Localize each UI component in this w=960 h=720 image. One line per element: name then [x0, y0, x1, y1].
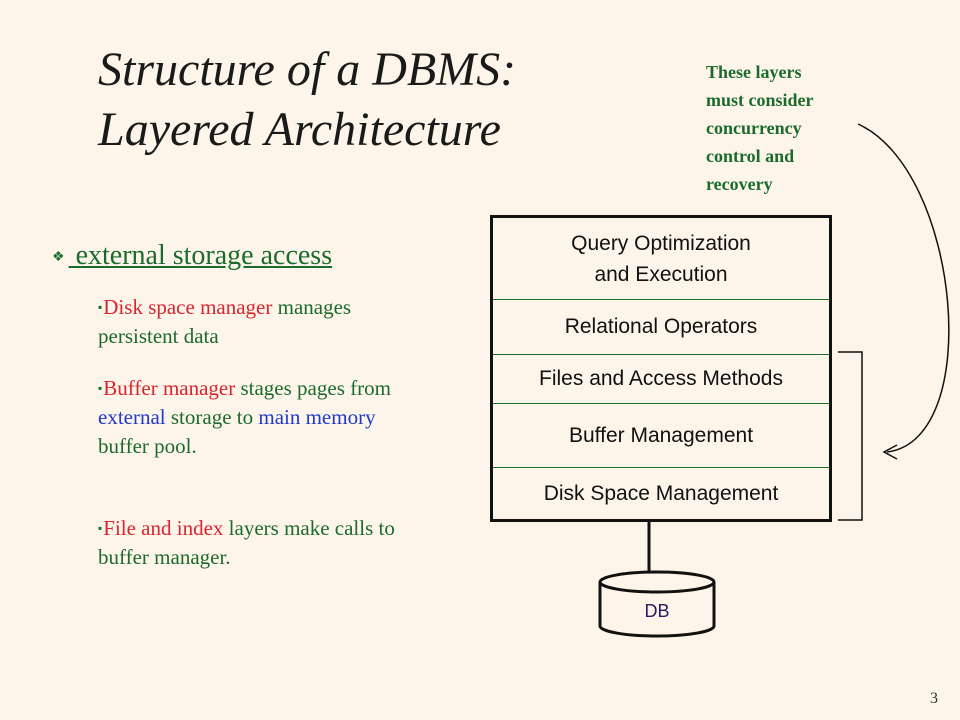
sub-bullet-text: main memory [258, 405, 376, 429]
main-bullet: ❖ external storage access [52, 240, 332, 272]
sub-bullet-text: buffer pool. [98, 434, 197, 458]
sub-bullet-2: ▪Buffer manager stages pages from extern… [98, 374, 398, 461]
layer-query-optimization: Query Optimization and Execution [493, 218, 829, 300]
note-line: control and [706, 146, 795, 166]
layer-files-access-methods: Files and Access Methods [493, 355, 829, 404]
square-bullet-icon: ▪ [98, 300, 103, 314]
layer-label: Query Optimization [571, 231, 751, 255]
layer-label: Files and Access Methods [539, 367, 783, 390]
sub-bullet-text: manages persistent data [98, 295, 352, 348]
title-line-1: Structure of a DBMS: [98, 43, 517, 96]
layer-label: Disk Space Management [543, 481, 779, 505]
sub-bullet-text: File and index [103, 516, 224, 540]
sub-bullet-3: ▪File and index layers make calls to buf… [98, 514, 398, 572]
layer-bracket [838, 351, 863, 521]
concurrency-note: These layers must consider concurrency c… [706, 58, 906, 198]
sub-bullet-text: layers make calls to buffer manager. [98, 516, 395, 569]
layer-label: Buffer Management [568, 423, 754, 447]
bullet-heading: external storage access [68, 240, 333, 271]
slide-title: Structure of a DBMS: Layered Architectur… [98, 40, 618, 160]
layer-relational-operators: Relational Operators [493, 300, 829, 355]
title-line-2: Layered Architecture [98, 103, 501, 156]
sub-bullet-text: Buffer manager [103, 376, 236, 400]
database-cylinder: DB [598, 570, 716, 638]
sub-bullet-text: storage to [165, 405, 259, 429]
note-line: concurrency [706, 118, 802, 138]
sub-bullet-text: Disk space manager [103, 295, 273, 319]
layer-disk-space-management: Disk Space Management [493, 468, 829, 519]
diamond-bullet-icon: ❖ [52, 250, 65, 266]
layer-label: and Execution [594, 262, 728, 286]
layer-buffer-management: Buffer Management [493, 404, 829, 468]
note-line: These layers [706, 62, 802, 82]
square-bullet-icon: ▪ [98, 521, 103, 535]
sub-bullet-1: ▪Disk space manager manages persistent d… [98, 293, 398, 351]
page-number: 3 [930, 690, 938, 707]
db-label: DB [644, 601, 669, 621]
curved-arrow [857, 123, 950, 453]
note-line: recovery [706, 174, 773, 194]
sub-bullet-text: external [98, 405, 166, 429]
square-bullet-icon: ▪ [98, 381, 103, 395]
arrowhead-icon [882, 444, 898, 460]
sub-bullet-text: stages pages from [235, 376, 391, 400]
layer-stack: Query Optimization and Execution Relatio… [490, 215, 832, 522]
layer-label: Relational Operators [564, 315, 758, 338]
note-line: must consider [706, 90, 814, 110]
